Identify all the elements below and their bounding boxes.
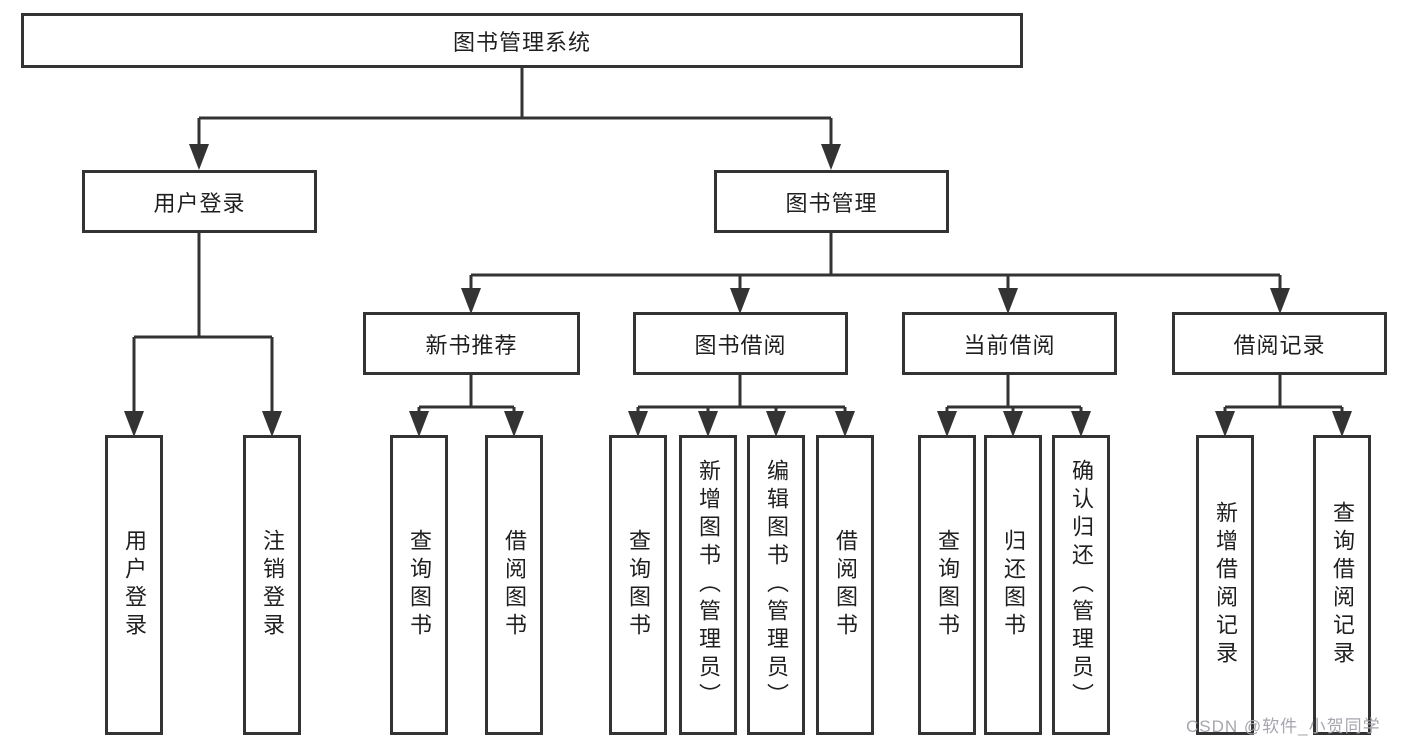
leaf-user-login: 用户登录 — [105, 435, 163, 735]
leaf-borrow-books-borrowing: 借阅图书 — [816, 435, 874, 735]
leaf-edit-books-admin: 编辑图书（管理员） — [747, 435, 805, 735]
node-book-borrowing: 图书借阅 — [633, 312, 848, 375]
leaf-borrow-books-recommend: 借阅图书 — [485, 435, 543, 735]
leaf-logout: 注销登录 — [243, 435, 301, 735]
leaf-query-books-recommend: 查询图书 — [390, 435, 448, 735]
node-current-borrowing: 当前借阅 — [902, 312, 1117, 375]
leaf-add-books-admin: 新增图书（管理员） — [679, 435, 737, 735]
node-user-login: 用户登录 — [82, 170, 317, 233]
node-new-book-recommendation: 新书推荐 — [363, 312, 580, 375]
leaf-query-books-current: 查询图书 — [918, 435, 976, 735]
node-borrowing-records: 借阅记录 — [1172, 312, 1387, 375]
watermark: CSDN @软件_小贺同学 — [1186, 717, 1381, 736]
leaf-return-books: 归还图书 — [984, 435, 1042, 735]
arrowheads — [124, 144, 1352, 437]
leaf-query-books-borrowing: 查询图书 — [609, 435, 667, 735]
leaf-query-borrow-record: 查询借阅记录 — [1313, 435, 1371, 735]
node-root: 图书管理系统 — [21, 13, 1023, 68]
leaf-confirm-return-admin: 确认归还（管理员） — [1052, 435, 1110, 735]
node-book-management: 图书管理 — [714, 170, 949, 233]
leaf-add-borrow-record: 新增借阅记录 — [1196, 435, 1254, 735]
